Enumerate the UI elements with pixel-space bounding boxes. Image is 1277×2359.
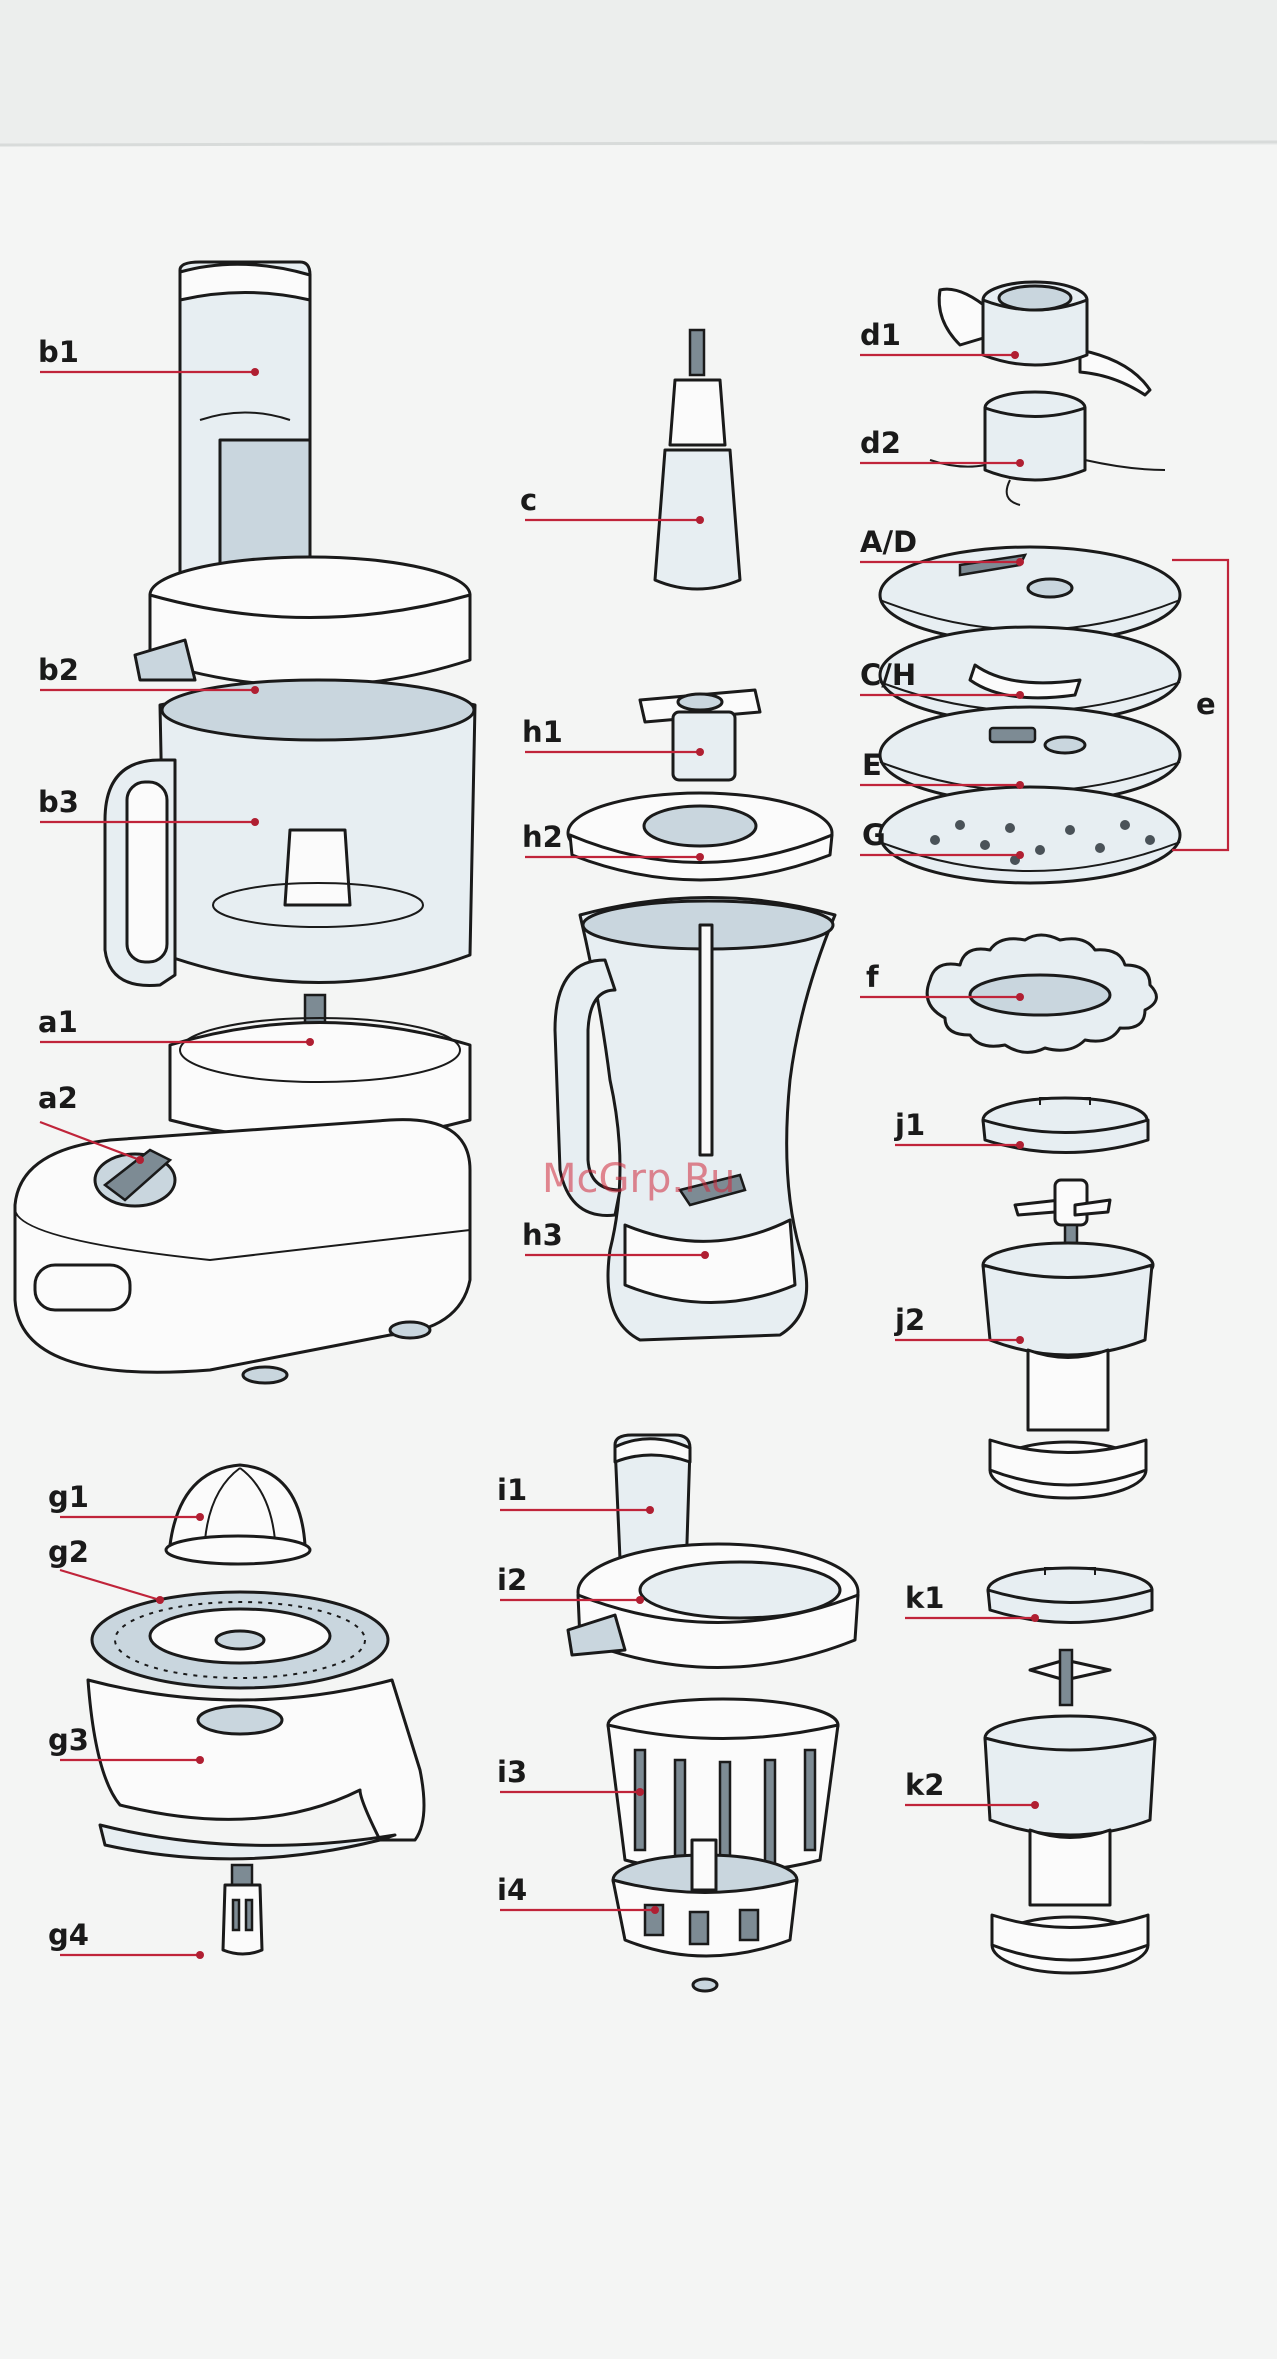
label-b2: b2: [38, 653, 79, 687]
label-g2: g2: [48, 1535, 89, 1569]
dough-blade-d2: [930, 392, 1165, 505]
label-AD: A/D: [860, 525, 917, 559]
leader-c-dot: [696, 516, 704, 524]
page-top-band: [0, 0, 1277, 145]
grinder-k: [985, 1568, 1155, 1973]
lid-b2: [135, 557, 470, 686]
label-h2: h2: [522, 820, 563, 854]
leader-i4-dot: [651, 1906, 659, 1914]
filter-i4: [613, 1840, 797, 1991]
leader-g2-dot: [156, 1596, 164, 1604]
label-i4: i4: [497, 1873, 527, 1907]
disc-G: [880, 787, 1180, 883]
measuring-cap-h1: [640, 690, 760, 780]
cone-g1: [166, 1465, 310, 1564]
label-g4: g4: [48, 1918, 89, 1952]
drive-g4: [223, 1865, 262, 1954]
leader-k1-dot: [1031, 1614, 1039, 1622]
label-k2: k2: [905, 1768, 944, 1802]
leader-h2-dot: [696, 853, 704, 861]
leader-d1-dot: [1011, 351, 1019, 359]
leader-i3-dot: [636, 1788, 644, 1796]
pusher-b1: [180, 262, 310, 590]
emulsifying-disc-f: [927, 935, 1156, 1052]
leader-g2: [60, 1570, 160, 1600]
label-i2: i2: [497, 1563, 527, 1597]
label-G: G: [862, 818, 886, 852]
label-j2: j2: [894, 1303, 925, 1337]
motor-base-a2: [15, 1018, 470, 1383]
leader-g3-dot: [196, 1756, 204, 1764]
leader-b3-dot: [251, 818, 259, 826]
blender-jug-h3: [555, 898, 835, 1341]
leader-i1-dot: [646, 1506, 654, 1514]
juicer-illustration: i1 i2 i3 i4: [497, 1435, 858, 1991]
strainer-g2: [92, 1592, 388, 1688]
leader-CH-dot: [1016, 691, 1024, 699]
label-b3: b3: [38, 785, 79, 819]
leader-AD-dot: [1016, 558, 1024, 566]
leader-h1-dot: [696, 748, 704, 756]
leader-i2-dot: [636, 1596, 644, 1604]
leader-h3-dot: [701, 1251, 709, 1259]
jug-g3: [88, 1680, 424, 1859]
label-b1: b1: [38, 335, 79, 369]
leader-j2-dot: [1016, 1336, 1024, 1344]
lid-i2: [568, 1544, 858, 1668]
leader-d2-dot: [1016, 459, 1024, 467]
label-j1: j1: [894, 1108, 925, 1142]
leader-g4-dot: [196, 1951, 204, 1959]
label-E: E: [862, 748, 882, 782]
label-d2: d2: [860, 426, 901, 460]
watermark: McGrp.Ru: [542, 1156, 735, 1202]
label-a2: a2: [38, 1081, 78, 1115]
leader-f-dot: [1016, 993, 1024, 1001]
knife-blade-d1: [939, 282, 1150, 395]
label-g1: g1: [48, 1480, 89, 1514]
leader-G-dot: [1016, 851, 1024, 859]
leader-j1-dot: [1016, 1141, 1024, 1149]
label-h1: h1: [522, 715, 563, 749]
label-CH: C/H: [860, 658, 916, 692]
basket-i3: [608, 1699, 838, 1873]
label-g3: g3: [48, 1723, 89, 1757]
leader-a1-dot: [306, 1038, 314, 1046]
leader-E-dot: [1016, 781, 1024, 789]
bowl-b3: [105, 680, 475, 986]
mini-chopper-j: [983, 1098, 1153, 1498]
coupling-c: [655, 330, 740, 589]
label-k1: k1: [905, 1581, 944, 1615]
leader-b2-dot: [251, 686, 259, 694]
label-a1: a1: [38, 1005, 78, 1039]
label-h3: h3: [522, 1218, 563, 1252]
label-e: e: [1196, 687, 1216, 721]
food-processor-illustration: b1 b2 b3 a1 a2: [15, 262, 475, 1383]
label-d1: d1: [860, 318, 901, 352]
accessories-illustration: d1 d2 A/D C/H E G e f j1 j2 k1 k2: [860, 282, 1228, 1973]
leader-a2-dot: [136, 1156, 144, 1164]
leader-k2-dot: [1031, 1801, 1039, 1809]
label-i1: i1: [497, 1473, 527, 1507]
label-f: f: [866, 960, 879, 994]
leader-b1-dot: [251, 368, 259, 376]
label-i3: i3: [497, 1755, 527, 1789]
leader-g1-dot: [196, 1513, 204, 1521]
label-c: c: [520, 483, 537, 517]
citrus-press-illustration: g1 g2 g3 g4: [48, 1465, 424, 1959]
blender-lid-h2: [568, 793, 832, 880]
